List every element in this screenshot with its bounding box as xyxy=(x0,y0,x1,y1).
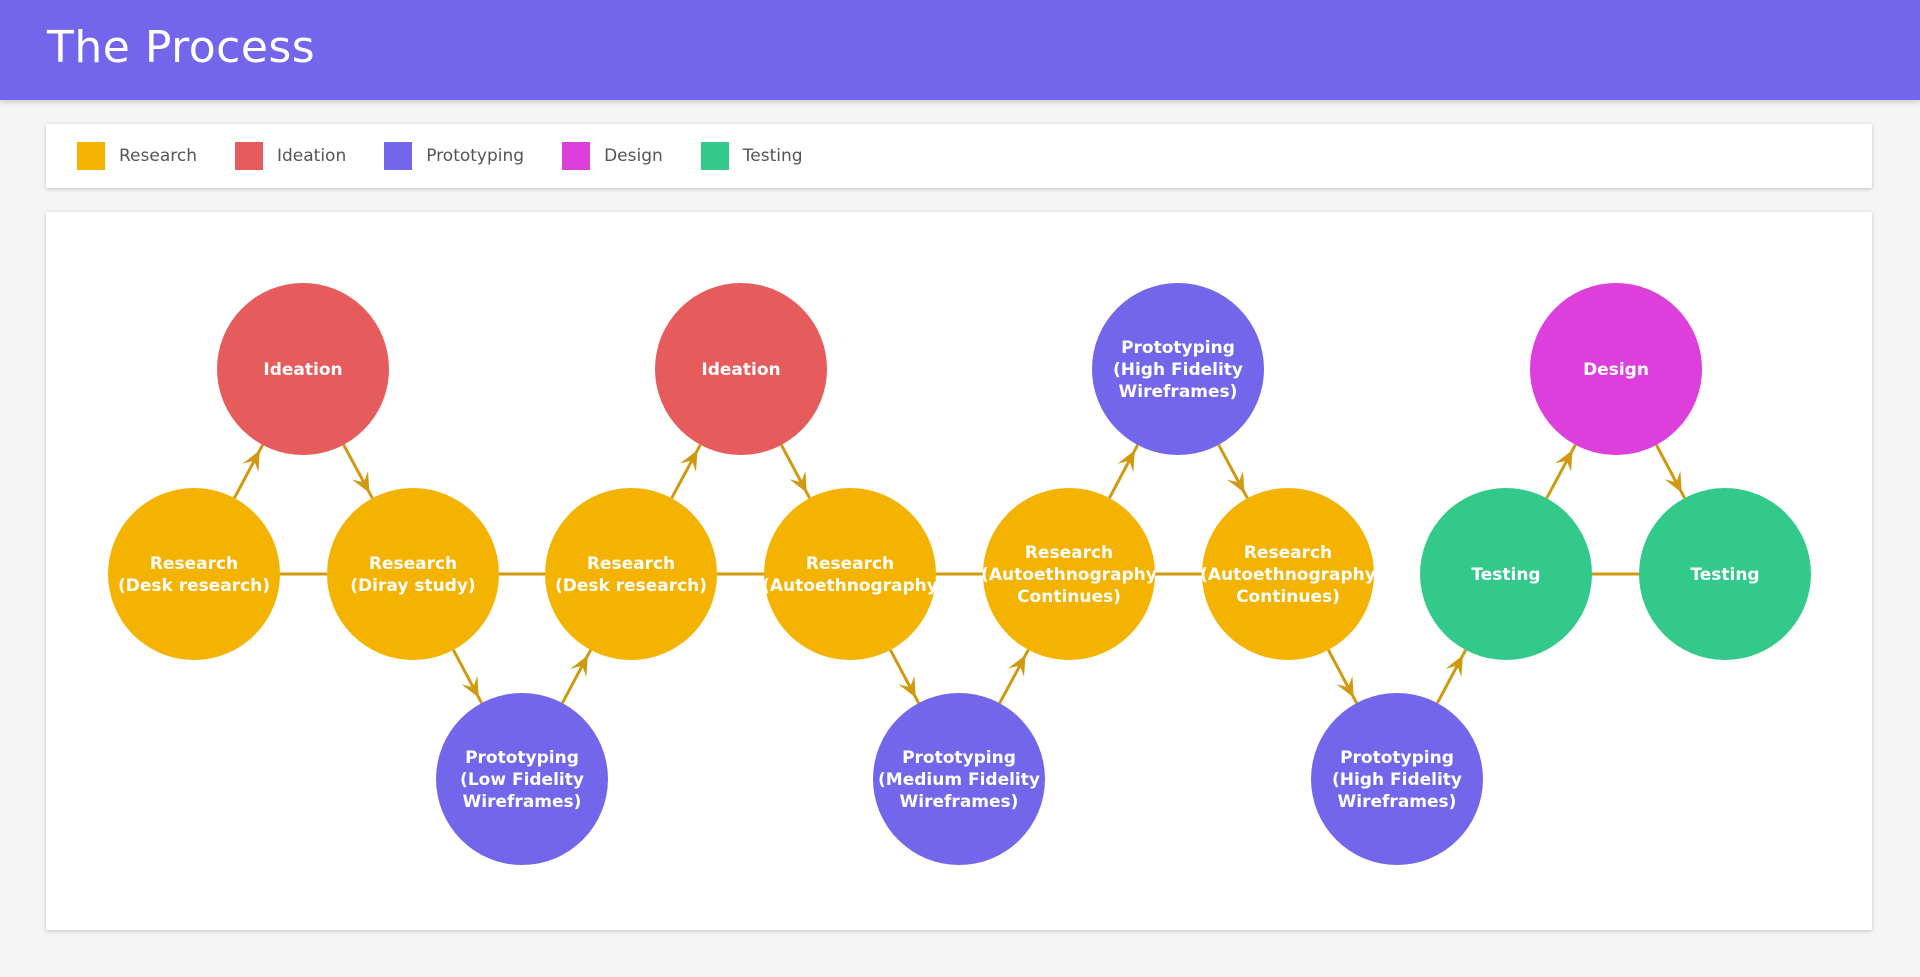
node-label: (Autoethnography xyxy=(762,576,938,596)
arrowhead-icon xyxy=(1117,450,1135,473)
legend-swatch-ideation xyxy=(234,142,263,170)
node-circle xyxy=(217,283,389,455)
node-label: Design xyxy=(1583,360,1649,380)
node-label: Wireframes) xyxy=(1338,792,1457,812)
arrowhead-icon xyxy=(1555,450,1573,472)
arrowhead-icon xyxy=(461,675,479,698)
node-label: (Autoethnography xyxy=(981,565,1157,585)
node-testing: Testing xyxy=(1420,488,1592,660)
node-label: Testing xyxy=(1471,565,1540,585)
node-research: Research(Desk research) xyxy=(545,488,717,660)
node-label: Prototyping xyxy=(465,748,579,768)
legend-item-ideation: Ideation xyxy=(234,142,347,170)
node-label: Continues) xyxy=(1017,587,1121,607)
legend: Research Ideation Prototyping Design Tes… xyxy=(46,124,1872,188)
page-title: The Process xyxy=(47,22,316,73)
node-label: Prototyping xyxy=(1121,338,1235,358)
node-label: Testing xyxy=(1690,565,1759,585)
legend-label-prototyping: Prototyping xyxy=(426,146,525,166)
node-circle xyxy=(545,488,717,660)
legend-swatch-design xyxy=(562,142,591,170)
node-research: Research(Autoethnography xyxy=(762,488,938,660)
node-label: Ideation xyxy=(263,360,342,380)
legend-label-ideation: Ideation xyxy=(276,146,347,166)
legend-label-testing: Testing xyxy=(742,146,803,166)
legend-item-design: Design xyxy=(562,142,663,170)
node-circle xyxy=(327,488,499,660)
node-label: (High Fidelity xyxy=(1113,360,1243,380)
node-label: Prototyping xyxy=(1340,748,1454,768)
node-label: Wireframes) xyxy=(1119,382,1238,402)
legend-item-research: Research xyxy=(77,142,197,170)
node-label: Ideation xyxy=(701,360,780,380)
arrowhead-icon xyxy=(242,450,260,473)
legend-swatch-testing xyxy=(700,142,729,170)
arrowhead-icon xyxy=(789,470,807,493)
node-label: Research xyxy=(587,554,675,574)
node-circle xyxy=(873,693,1045,865)
node-ideation: Ideation xyxy=(655,283,827,455)
node-label: (Medium Fidelity xyxy=(878,770,1040,790)
node-research: Research(Diray study) xyxy=(327,488,499,660)
node-circle xyxy=(1639,488,1811,660)
process-diagram: Research(Desk research)IdeationResearch(… xyxy=(108,283,1811,865)
arrowhead-icon xyxy=(680,450,698,472)
node-design: Design xyxy=(1530,283,1702,455)
legend-label-design: Design xyxy=(604,146,663,166)
arrowhead-icon xyxy=(352,471,370,493)
node-label: (Desk research) xyxy=(555,576,707,596)
node-circle xyxy=(1311,693,1483,865)
legend-swatch-prototyping xyxy=(384,142,413,170)
node-circle xyxy=(108,488,280,660)
legend-swatch-research xyxy=(77,142,105,170)
node-label: (Diray study) xyxy=(350,576,475,596)
node-research: Research(Desk research) xyxy=(108,488,280,660)
legend-label-research: Research xyxy=(119,146,197,166)
node-ideation: Ideation xyxy=(217,283,389,455)
arrowhead-icon xyxy=(1008,655,1026,677)
page-header: The Process xyxy=(0,0,1920,100)
arrowhead-icon xyxy=(1664,470,1682,493)
node-testing: Testing xyxy=(1639,488,1811,660)
arrowhead-icon xyxy=(1227,471,1245,493)
node-label: Continues) xyxy=(1236,587,1340,607)
node-circle xyxy=(764,488,936,660)
node-label: Research xyxy=(369,554,457,574)
node-circle xyxy=(1202,488,1374,660)
arrowhead-icon xyxy=(570,655,588,678)
node-circle xyxy=(655,283,827,455)
node-label: (Low Fidelity xyxy=(460,770,584,790)
node-circle xyxy=(1530,283,1702,455)
legend-item-testing: Testing xyxy=(700,142,803,170)
node-circle xyxy=(1420,488,1592,660)
node-circle xyxy=(983,488,1155,660)
node-label: Research xyxy=(806,554,894,574)
node-label: Research xyxy=(1244,543,1332,563)
node-label: Wireframes) xyxy=(463,792,582,812)
arrowhead-icon xyxy=(1445,655,1463,678)
node-label: (High Fidelity xyxy=(1332,770,1462,790)
arrowhead-icon xyxy=(1336,675,1354,698)
node-circle xyxy=(436,693,608,865)
node-label: Research xyxy=(150,554,238,574)
node-circle xyxy=(1092,283,1264,455)
node-label: Research xyxy=(1025,543,1113,563)
node-label: (Desk research) xyxy=(118,576,270,596)
legend-item-prototyping: Prototyping xyxy=(384,142,524,170)
node-label: Wireframes) xyxy=(900,792,1019,812)
node-label: (Autoethnography xyxy=(1200,565,1376,585)
node-label: Prototyping xyxy=(902,748,1016,768)
arrowhead-icon xyxy=(898,675,916,698)
